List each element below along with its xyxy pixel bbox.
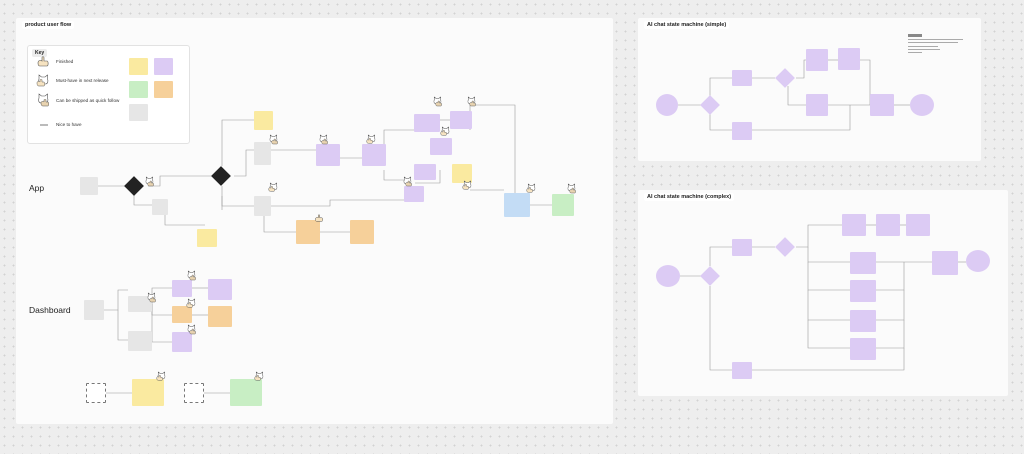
state-node[interactable] <box>732 70 752 86</box>
state-node[interactable] <box>932 251 958 275</box>
state-node[interactable] <box>806 49 828 71</box>
cat-sticker-icon <box>366 134 376 144</box>
pointing-hand-icon <box>315 214 323 222</box>
state-node[interactable] <box>850 252 876 274</box>
cat-sticker-icon <box>319 134 328 145</box>
flow-node[interactable] <box>414 114 440 132</box>
state-node[interactable] <box>656 94 678 116</box>
cat-sticker-icon <box>145 176 154 187</box>
flow-node[interactable] <box>316 144 340 166</box>
state-node[interactable] <box>876 214 900 236</box>
sticky-note[interactable] <box>129 58 148 75</box>
sticky-note[interactable] <box>129 104 148 121</box>
cat-sticker-icon <box>462 180 472 190</box>
cat-pointing-icon <box>38 93 49 107</box>
sticky-note[interactable] <box>154 58 173 75</box>
state-node[interactable] <box>806 94 828 116</box>
state-node[interactable] <box>656 265 680 287</box>
flow-node[interactable] <box>80 177 98 195</box>
cat-sticker-icon <box>433 96 442 107</box>
flow-node[interactable] <box>254 111 273 130</box>
cat-sticker-icon <box>254 371 264 381</box>
pointing-hand-icon <box>37 56 49 67</box>
cat-sticker-icon <box>147 292 156 303</box>
state-node[interactable] <box>966 250 990 272</box>
sticky-note[interactable] <box>154 81 173 98</box>
flow-node[interactable] <box>362 144 386 166</box>
cat-hand-icon <box>36 74 49 87</box>
state-node[interactable] <box>870 94 894 116</box>
dash-icon <box>40 124 48 126</box>
flow-node[interactable] <box>552 194 574 216</box>
flow-node[interactable] <box>450 111 472 129</box>
flow-node[interactable] <box>296 220 320 244</box>
state-node[interactable] <box>850 338 876 360</box>
key-title: Key <box>32 49 48 57</box>
key-item-finished: Finished <box>56 59 74 64</box>
sticky-note[interactable] <box>129 81 148 98</box>
flow-node[interactable] <box>86 383 106 403</box>
flow-node[interactable] <box>452 164 472 183</box>
row-label-app: App <box>29 183 45 193</box>
flow-node[interactable] <box>414 164 436 180</box>
state-node[interactable] <box>850 310 876 332</box>
flow-node[interactable] <box>152 199 168 215</box>
ai-chat-simple-frame[interactable]: AI chat state machine (simple) <box>638 18 981 161</box>
key-item-nice-to-have: Nice to have <box>56 122 82 127</box>
key-item-must-have: Must-have in next release <box>56 78 109 83</box>
cat-sticker-icon <box>467 96 476 107</box>
notes-block <box>908 34 963 53</box>
key-legend: Key Finished Must-have in next release C… <box>27 45 190 144</box>
flow-node[interactable] <box>128 296 152 312</box>
state-node[interactable] <box>732 362 752 379</box>
flow-node[interactable] <box>84 300 104 320</box>
flow-node[interactable] <box>350 220 374 244</box>
cat-sticker-icon <box>187 324 196 335</box>
cat-sticker-icon <box>186 298 196 308</box>
flow-node[interactable] <box>184 383 204 403</box>
flow-node[interactable] <box>128 331 152 351</box>
row-label-dashboard: Dashboard <box>29 305 71 315</box>
flow-node[interactable] <box>430 138 452 155</box>
flow-node[interactable] <box>132 379 164 406</box>
state-node[interactable] <box>838 48 860 70</box>
cat-sticker-icon <box>269 134 278 145</box>
cat-sticker-icon <box>526 183 536 193</box>
flow-node[interactable] <box>208 279 232 300</box>
cat-sticker-icon <box>403 176 412 187</box>
flow-node[interactable] <box>504 193 530 217</box>
state-node[interactable] <box>906 214 930 236</box>
cat-sticker-icon <box>187 270 196 281</box>
flow-node[interactable] <box>208 306 232 327</box>
flow-node[interactable] <box>172 280 192 297</box>
state-node[interactable] <box>842 214 866 236</box>
flow-node[interactable] <box>254 142 271 165</box>
frame-title: AI chat state machine (complex) <box>644 193 735 201</box>
cat-sticker-icon <box>567 183 576 194</box>
cat-sticker-icon <box>268 182 278 192</box>
ai-chat-complex-frame[interactable]: AI chat state machine (complex) <box>638 190 1008 396</box>
flow-node[interactable] <box>172 332 192 352</box>
flow-node[interactable] <box>254 196 271 216</box>
frame-title: AI chat state machine (simple) <box>644 21 730 29</box>
key-item-quick-follow: Can be shipped as quick follow <box>56 98 120 103</box>
state-node[interactable] <box>910 94 934 116</box>
flow-node[interactable] <box>230 379 262 406</box>
state-node[interactable] <box>732 122 752 140</box>
state-node[interactable] <box>850 280 876 302</box>
cat-sticker-icon <box>440 126 450 136</box>
flow-node[interactable] <box>404 186 424 202</box>
flow-node[interactable] <box>197 229 217 247</box>
cat-sticker-icon <box>156 371 166 381</box>
frame-title: product user flow <box>22 21 75 29</box>
state-node[interactable] <box>732 239 752 256</box>
flow-node[interactable] <box>172 306 192 323</box>
